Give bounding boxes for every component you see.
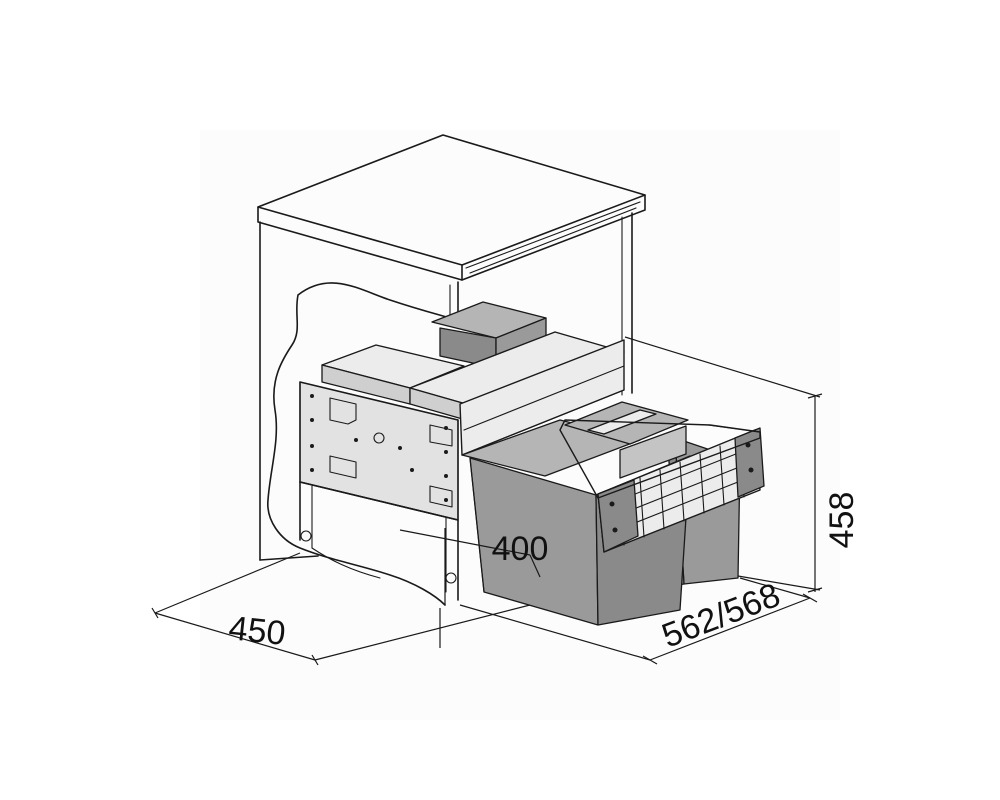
depth-label: 450 (227, 609, 287, 653)
dimension-depth: 450 (151, 552, 531, 666)
inner-depth-label: 400 (492, 530, 549, 568)
pullout-front-frame (299, 381, 459, 601)
frame-holes (310, 394, 448, 502)
frame-bracket-top (329, 397, 357, 425)
height-label: 458 (823, 492, 861, 549)
pullout-side-cage (559, 419, 765, 553)
dimension-inner: 400 (399, 528, 549, 648)
cabinet (257, 134, 646, 606)
cabinet-cutout-edge (267, 282, 451, 606)
upper-tray (431, 301, 547, 369)
top-insert-right (564, 401, 689, 479)
dimension-height: 458 (624, 336, 861, 593)
drawer-upper-shelf (321, 331, 625, 456)
frame-bracket-bottom (329, 455, 357, 479)
